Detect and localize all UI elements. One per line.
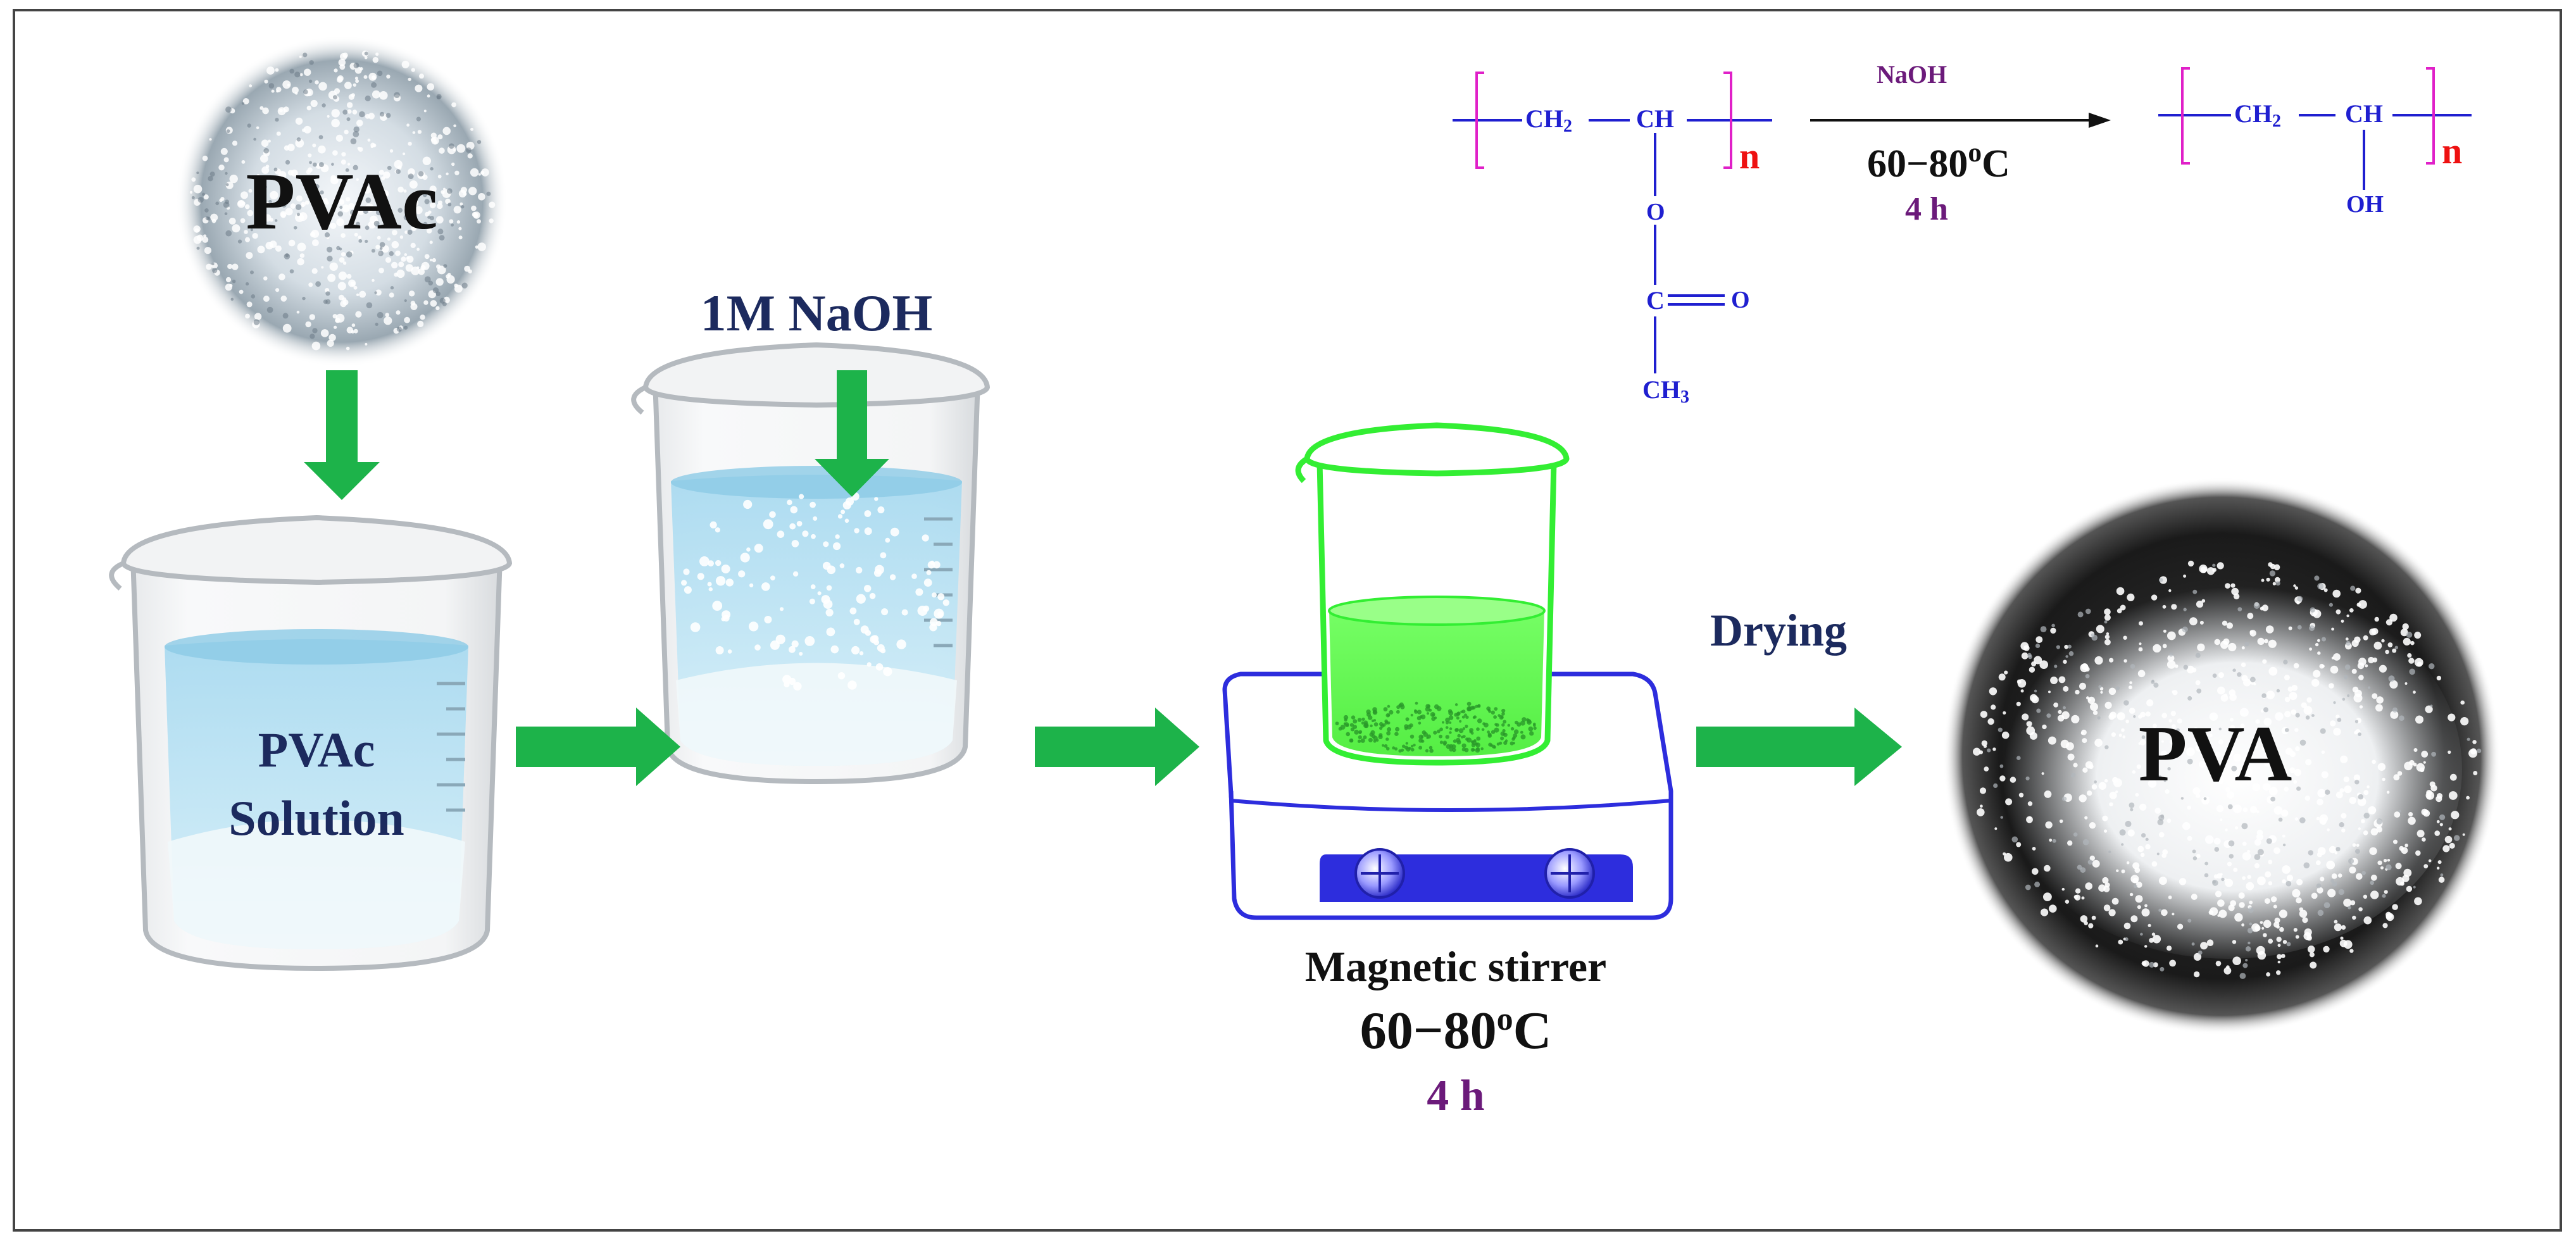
reactant-ch2-sub: 2 [1563,116,1572,136]
reactant-ch: CH [1636,104,1674,133]
product-ch2-text: CH [2234,99,2272,128]
green-arrow-icon [516,708,680,786]
product-ch2: CH2 [2234,101,2281,130]
reaction-reagent: NaOH [1877,60,1948,89]
drying-label: Drying [1710,605,1847,656]
beaker-icon [631,342,991,785]
pvac-solution-label-line1: PVAc [258,722,375,777]
pva-powder-photo-icon [1943,478,2500,1035]
reactant-ch3-sub: 3 [1680,387,1689,407]
reaction-temperature: 60−80oC [1867,139,2010,184]
reactant-n: n [1739,135,1760,177]
stirrer-temperature: 60−80oC [1234,1000,1677,1061]
product-ch2-sub: 2 [2272,111,2281,131]
reactant-ch3-text: CH [1642,375,1680,404]
stirrer-time: 4 h [1427,1071,1485,1120]
reactant-carbonyl-c: C [1646,286,1665,315]
stirrer-temp-unit: C [1513,1001,1552,1060]
stirrer-temp-value: 60−80 [1360,1001,1497,1060]
pvac-powder-photo-icon [176,35,508,367]
reaction-temp-unit: C [1982,142,2010,185]
stirrer-label: Magnetic stirrer [1304,942,1607,990]
reaction-temp-degree: o [1968,137,1982,168]
green-arrow-icon [304,370,380,500]
reactant-ch3: CH3 [1642,377,1689,406]
pva-label: PVA [2138,710,2292,798]
green-arrow-icon [815,370,889,497]
pvac-solution-label-line2: Solution [228,790,404,846]
product-oh: OH [2346,191,2384,218]
beaker-icon [1295,422,1570,766]
stirrer-temp-degree: o [1496,1001,1513,1037]
pvac-label: PVAc [246,156,438,246]
reactant-ch2-text: CH [1525,104,1563,133]
reaction-arrow-icon [1810,113,2111,128]
reaction-time: 4 h [1905,191,1948,227]
beaker-icon [109,515,513,971]
product-n: n [2442,130,2463,172]
polymer-brackets [1475,67,2435,169]
reactant-ester-o: O [1646,199,1665,225]
figure-border [13,9,2562,1232]
reaction-temp-value: 60−80 [1867,142,1968,185]
product-ch: CH [2345,99,2383,128]
reactant-ch2: CH2 [1525,106,1572,135]
green-arrow-icon [1035,708,1199,786]
reactant-carbonyl-o: O [1731,287,1750,313]
reaction-scheme-bonds [1453,114,2472,373]
green-arrow-icon [1696,708,1902,786]
naoh-label: 1M NaOH [700,284,933,342]
